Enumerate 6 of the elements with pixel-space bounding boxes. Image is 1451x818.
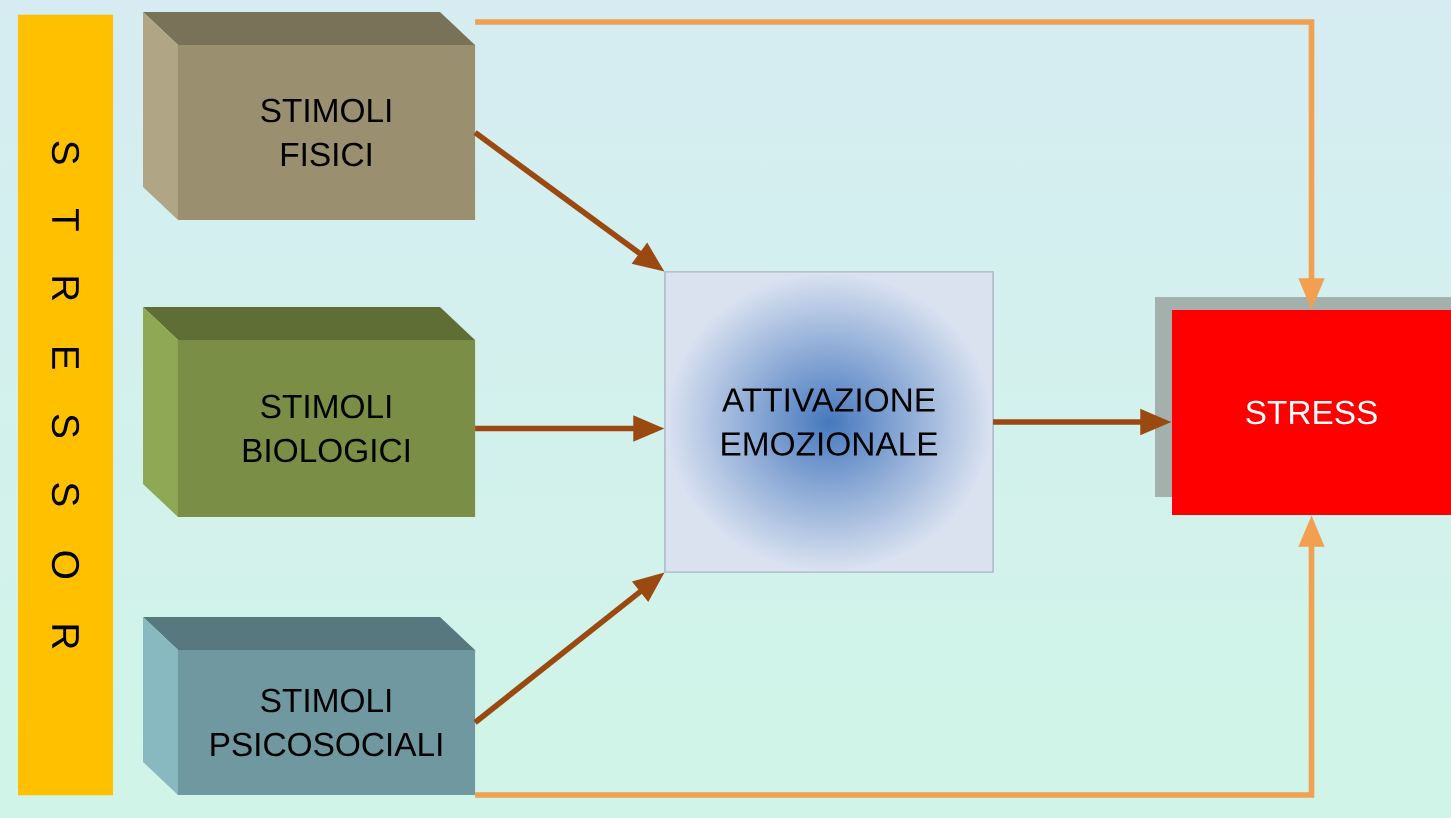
stressor-bar: S T R E S S O R xyxy=(18,14,114,796)
stimulus-box: STIMOLI FISICI xyxy=(143,12,476,221)
stimulus-box: STIMOLI BIOLOGICI xyxy=(143,307,476,518)
activation-box: ATTIVAZIONE EMOZIONALE xyxy=(664,271,994,573)
stress-box: STRESS xyxy=(1155,297,1451,516)
stimulus-box: STIMOLI PSICOSOCIALI xyxy=(143,617,476,796)
